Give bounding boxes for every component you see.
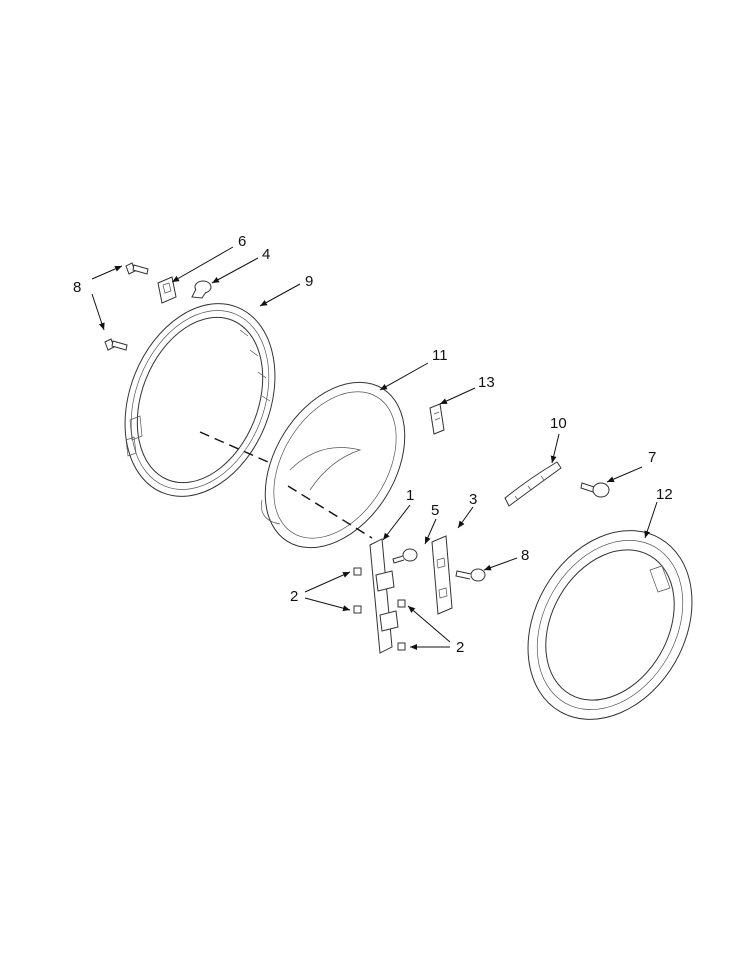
part-7-screw (580, 482, 610, 498)
callout-8-left: 8 (73, 279, 81, 296)
part-10-handle (504, 461, 562, 507)
callout-2-left: 2 (290, 588, 298, 605)
part-1-hinge (369, 538, 399, 654)
callout-2-right: 2 (456, 639, 464, 656)
callout-6: 6 (238, 233, 246, 250)
part-13-clip (429, 403, 445, 435)
leader-lines (91, 246, 658, 650)
part-6-bracket (157, 276, 177, 304)
part-12-door-outer-ring (527, 530, 693, 720)
callout-8-right: 8 (521, 547, 529, 564)
callout-5: 5 (431, 502, 439, 519)
part-2-screws (353, 567, 406, 651)
callout-11: 11 (432, 347, 448, 364)
part-3-hinge-plate (431, 535, 453, 615)
callout-13: 13 (478, 374, 495, 391)
part-4-latch (191, 280, 212, 299)
callout-9: 9 (305, 273, 313, 290)
part-8-screw-lower (104, 338, 128, 351)
callout-12: 12 (656, 486, 673, 503)
callout-3: 3 (469, 491, 477, 508)
part-11-door-glass (261, 381, 406, 549)
callout-7: 7 (648, 449, 656, 466)
part-8-screw-upper (125, 262, 149, 275)
callout-labels: 6 4 8 9 11 13 10 7 12 1 5 3 8 2 2 (73, 233, 673, 656)
assembly-lines (199, 431, 373, 539)
callout-4: 4 (262, 246, 270, 263)
part-9-door-inner-frame (124, 303, 276, 497)
callout-1: 1 (406, 487, 414, 504)
part-8-screw-right (455, 568, 486, 582)
part-5-screw (392, 548, 418, 564)
callout-10: 10 (550, 415, 567, 432)
